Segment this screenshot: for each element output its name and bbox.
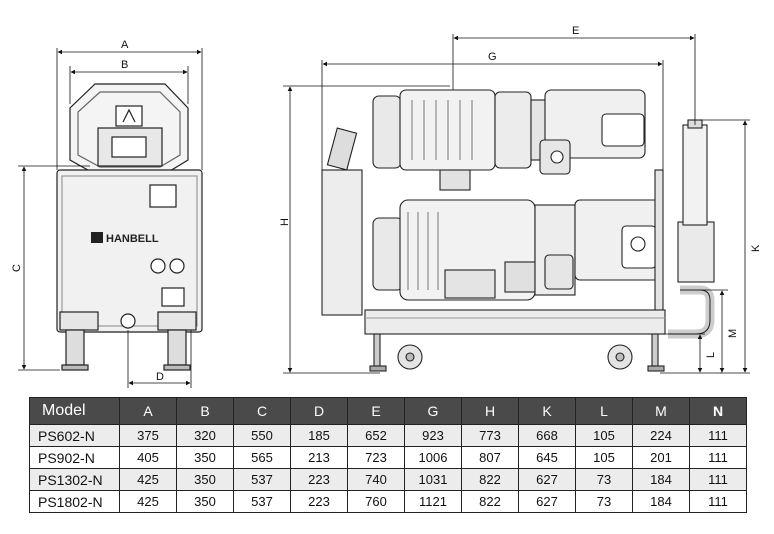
cell-g: 1006 [404, 446, 462, 469]
header-h: H [461, 397, 519, 425]
table-row: PS902-N 405 350 565 213 723 1006 807 645… [29, 446, 747, 469]
cell-d: 223 [290, 490, 348, 513]
dim-label-h: H [279, 218, 291, 226]
cell-g: 1121 [404, 490, 462, 513]
dim-label-c: C [11, 264, 23, 272]
cell-m: 184 [632, 468, 690, 491]
cell-l: 73 [575, 490, 633, 513]
dim-label-l: L [705, 352, 717, 358]
cell-k: 627 [518, 490, 576, 513]
table-row: PS602-N 375 320 550 185 652 923 773 668 … [29, 424, 747, 447]
front-cabinet [56, 169, 203, 333]
cell-e: 740 [347, 468, 405, 491]
cell-g: 1031 [404, 468, 462, 491]
cell-h: 773 [461, 424, 519, 447]
cell-h: 822 [461, 468, 519, 491]
cell-l: 105 [575, 424, 633, 447]
header-b: B [176, 397, 234, 425]
cell-model: PS902-N [29, 446, 120, 469]
cell-d: 223 [290, 468, 348, 491]
front-view: HANBELL [56, 83, 203, 371]
brand-label: HANBELL [106, 233, 159, 245]
cell-d: 185 [290, 424, 348, 447]
cell-model: PS602-N [29, 424, 120, 447]
header-k: K [518, 397, 576, 425]
cell-e: 760 [347, 490, 405, 513]
cell-n: 111 [689, 424, 747, 447]
side-exhaust-silencer [677, 221, 715, 283]
cell-b: 350 [176, 490, 234, 513]
cell-h: 807 [461, 446, 519, 469]
header-a: A [119, 397, 177, 425]
cell-b: 320 [176, 424, 234, 447]
cell-c: 537 [233, 490, 291, 513]
cell-d: 213 [290, 446, 348, 469]
cell-k: 627 [518, 468, 576, 491]
header-m: M [632, 397, 690, 425]
cell-c: 537 [233, 468, 291, 491]
cell-e: 723 [347, 446, 405, 469]
cell-model: PS1302-N [29, 468, 120, 491]
cell-a: 405 [119, 446, 177, 469]
dim-label-m: M [727, 329, 739, 338]
cell-a: 425 [119, 490, 177, 513]
cell-a: 425 [119, 468, 177, 491]
cell-n: 111 [689, 468, 747, 491]
cell-n: 111 [689, 490, 747, 513]
dim-label-a: A [121, 39, 129, 51]
table-header-row: Model A B C D E G H K L M N [29, 397, 747, 425]
cell-l: 105 [575, 446, 633, 469]
header-g: G [404, 397, 462, 425]
cell-l: 73 [575, 468, 633, 491]
cell-m: 201 [632, 446, 690, 469]
cell-e: 652 [347, 424, 405, 447]
cell-h: 822 [461, 490, 519, 513]
side-dimensions [283, 34, 750, 374]
cell-k: 645 [518, 446, 576, 469]
cell-g: 923 [404, 424, 462, 447]
cell-c: 550 [233, 424, 291, 447]
cell-model: PS1802-N [29, 490, 120, 513]
cell-n: 111 [689, 446, 747, 469]
table-row: PS1302-N 425 350 537 223 740 1031 822 62… [29, 468, 747, 491]
cell-b: 350 [176, 468, 234, 491]
side-base-frame [364, 309, 666, 335]
cell-b: 350 [176, 446, 234, 469]
front-dimensions [18, 48, 203, 388]
side-view [321, 89, 715, 372]
header-c: C [233, 397, 291, 425]
dim-label-g: G [488, 51, 497, 63]
cell-k: 668 [518, 424, 576, 447]
dim-label-d: D [156, 371, 164, 383]
header-e: E [347, 397, 405, 425]
header-n: N [689, 397, 747, 425]
cell-m: 184 [632, 490, 690, 513]
dim-label-e: E [572, 25, 579, 37]
cell-m: 224 [632, 424, 690, 447]
dim-label-b: B [121, 59, 128, 71]
header-l: L [575, 397, 633, 425]
dimension-table: Model A B C D E G H K L M N PS602-N 375 … [29, 397, 747, 513]
header-d: D [290, 397, 348, 425]
table-row: PS1802-N 425 350 537 223 760 1121 822 62… [29, 490, 747, 513]
cell-a: 375 [119, 424, 177, 447]
cell-c: 565 [233, 446, 291, 469]
side-control-box [321, 169, 363, 316]
technical-drawing: HANBELL A B C D [11, 25, 762, 388]
header-model: Model [29, 397, 120, 425]
dim-label-k: K [750, 244, 762, 252]
